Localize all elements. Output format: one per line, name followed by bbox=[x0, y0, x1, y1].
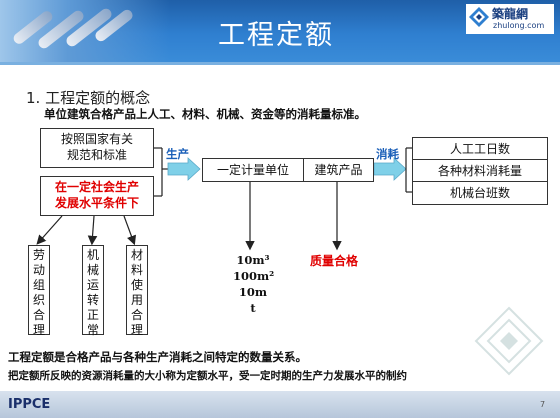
down-arrow-icon bbox=[87, 215, 98, 246]
labor-organization-box: 劳动组织合理 bbox=[28, 245, 50, 337]
material-consumption-box: 各种材料消耗量 bbox=[412, 159, 548, 183]
definition-text: 工程定额是合格产品与各种生产消耗之间特定的数量关系。 bbox=[8, 350, 307, 364]
section-heading: 1. 工程定额的概念 bbox=[26, 89, 151, 107]
consume-label: 消耗 bbox=[376, 147, 399, 161]
unit-item: t bbox=[250, 301, 256, 315]
unit-item: 10m³ bbox=[236, 253, 270, 267]
page-number: 7 bbox=[540, 400, 546, 409]
measure-unit-cell: 一定计量单位 bbox=[203, 159, 304, 181]
unit-item: 100m² bbox=[233, 269, 275, 283]
footer-brand: IPPCE bbox=[8, 397, 51, 412]
unit-list: 10m³ 100m² 10m t bbox=[233, 252, 275, 316]
down-arrow-icon bbox=[36, 215, 63, 245]
logo-url: zhulong.com bbox=[493, 21, 545, 30]
material-use-box: 材料使用合理 bbox=[126, 245, 148, 337]
watermark-logo-icon bbox=[474, 306, 544, 376]
produce-label: 生产 bbox=[166, 147, 189, 161]
consume-arrow-icon bbox=[373, 157, 407, 181]
machine-shifts-box: 机械台班数 bbox=[412, 181, 548, 205]
unit-item: 10m bbox=[238, 285, 268, 299]
footer-bar: IPPCE 7 bbox=[0, 388, 560, 418]
standards-box: 按照国家有关 规范和标准 bbox=[40, 128, 154, 168]
measure-unit-box: 一定计量单位 建筑产品 bbox=[202, 158, 374, 182]
section-subheading: 单位建筑合格产品上人工、材料、机械、资金等的消耗量标准。 bbox=[44, 107, 366, 121]
zhulong-logo[interactable]: 築龍網 zhulong.com bbox=[466, 4, 554, 34]
quota-level-text: 把定额所反映的资源消耗量的大小称为定额水平，受一定时期的生产力发展水平的制约 bbox=[8, 370, 407, 382]
standards-line-2: 规范和标准 bbox=[66, 148, 127, 162]
standards-line-1: 按照国家有关 bbox=[60, 132, 133, 146]
social-production-box: 在一定社会生产 发展水平条件下 bbox=[40, 176, 154, 216]
produce-arrow-icon bbox=[167, 157, 201, 181]
machine-operation-box: 机械运转正常 bbox=[82, 245, 104, 337]
social-production-line-2: 发展水平条件下 bbox=[54, 196, 139, 210]
quality-label: 质量合格 bbox=[310, 254, 359, 268]
header-divider bbox=[0, 62, 560, 65]
slide-title: 工程定额 bbox=[218, 20, 334, 51]
footer-background bbox=[0, 391, 560, 418]
header-bar: 工程定额 築龍網 zhulong.com bbox=[0, 0, 560, 62]
down-arrow-icon bbox=[123, 215, 137, 246]
social-production-line-1: 在一定社会生产 bbox=[54, 180, 139, 194]
building-product-cell: 建筑产品 bbox=[314, 163, 363, 177]
logo-mark-icon bbox=[469, 7, 489, 27]
labor-days-box: 人工工日数 bbox=[412, 137, 548, 161]
logo-text: 築龍網 bbox=[492, 7, 529, 21]
